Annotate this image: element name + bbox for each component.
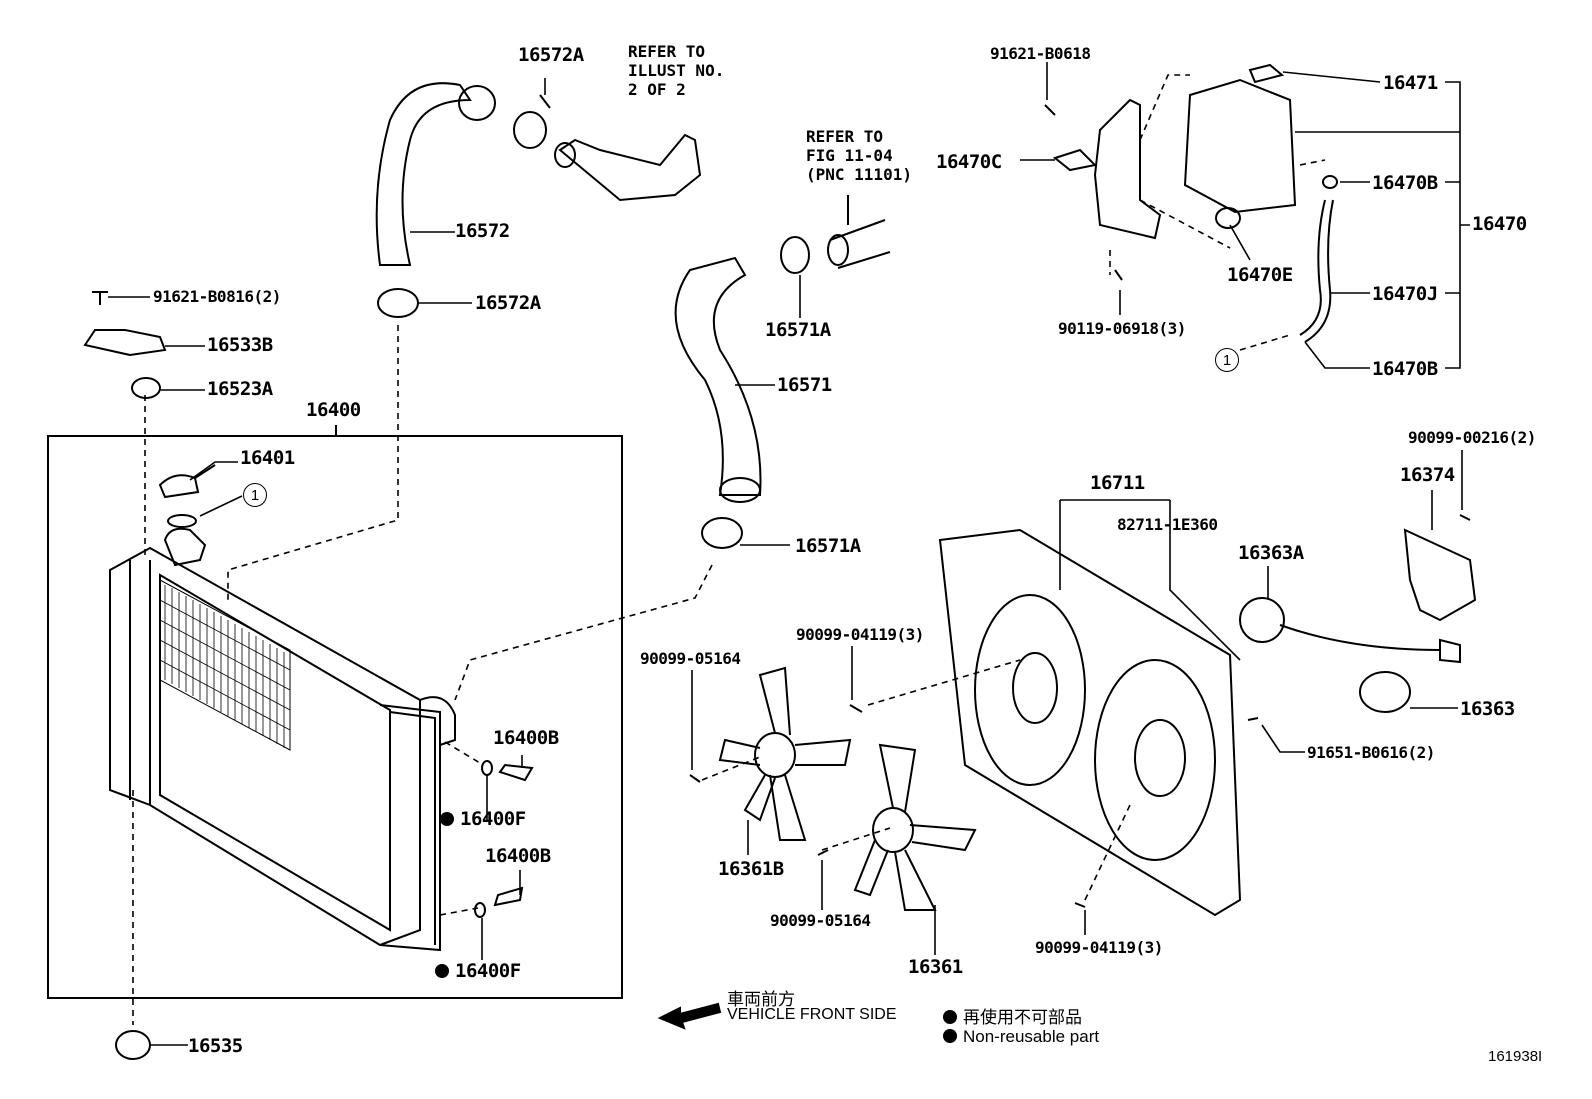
non-reusable-dot (943, 1029, 957, 1043)
radiator-assembly-box (47, 435, 623, 999)
label-16470B-b: 16470B (1372, 358, 1438, 380)
shroud-16374 (1403, 528, 1477, 622)
circle-ref-1-tank: 1 (1215, 348, 1239, 372)
label-90099-04119-a: 90099-04119(3) (796, 625, 924, 644)
label-16572A-mid: 16572A (475, 292, 541, 314)
label-16711: 16711 (1090, 472, 1145, 494)
radiator-cap-16401 (158, 474, 200, 499)
label-90099-00216: 90099-00216(2) (1408, 428, 1536, 447)
label-16470: 16470 (1472, 213, 1527, 235)
label-16400F-b: 16400F (435, 962, 521, 981)
lower-hose-16571 (674, 256, 762, 496)
label-16571: 16571 (777, 374, 832, 396)
non-reusable-jp-text: 再使用不可部品 (963, 1008, 1082, 1027)
clamp-16571A-bot (701, 517, 743, 549)
label-16400F-b-text: 16400F (455, 960, 521, 982)
label-16361: 16361 (908, 956, 963, 978)
tank-cap-16471 (1248, 63, 1285, 84)
non-reusable-en-text: Non-reusable part (963, 1027, 1100, 1046)
label-16535: 16535 (188, 1035, 243, 1057)
label-16470B-a: 16470B (1372, 172, 1438, 194)
label-91621-B0618: 91621-B0618 (990, 44, 1091, 63)
non-reusable-dot (943, 1010, 957, 1024)
non-reusable-dot (435, 964, 449, 978)
label-91651-B0616: 91651-B0616(2) (1307, 743, 1435, 762)
label-16523A: 16523A (207, 378, 273, 400)
label-91621-B0816: 91621-B0816(2) (153, 287, 281, 306)
circle-ref-1-radiator: 1 (243, 483, 267, 507)
label-16361B: 16361B (718, 858, 784, 880)
label-16400: 16400 (306, 399, 361, 421)
label-90099-05164-b: 90099-05164 (770, 911, 871, 930)
label-16470E: 16470E (1227, 264, 1293, 286)
water-outlet (558, 133, 702, 202)
upper-hose-16572 (375, 82, 472, 266)
fan-16361B (718, 666, 852, 841)
bolt-91621-B0816 (92, 291, 108, 305)
non-reusable-jp: 再使用不可部品 (943, 1003, 1082, 1028)
drain-16400B-a (498, 763, 534, 782)
non-reusable-en: Non-reusable part (943, 1027, 1099, 1047)
label-90099-05164-a: 90099-05164 (640, 649, 741, 668)
radiator-core (109, 514, 456, 952)
label-16374: 16374 (1400, 464, 1455, 486)
cushion-16535 (115, 1030, 151, 1060)
fan-16361 (853, 743, 977, 911)
drain-16400B-b (493, 886, 524, 907)
label-16471: 16471 (1383, 72, 1438, 94)
label-16400B-b: 16400B (485, 845, 551, 867)
label-16400F-a: 16400F (440, 810, 526, 829)
bracket-16533B (83, 329, 167, 357)
label-16571A-top: 16571A (765, 319, 831, 341)
figure-id: 161938I (1488, 1048, 1543, 1065)
label-16363A: 16363A (1238, 542, 1304, 564)
vehicle-front-jp: 車両前方 (727, 990, 795, 1009)
reserve-tank (1183, 78, 1297, 214)
label-16470C: 16470C (936, 151, 1002, 173)
label-16401: 16401 (240, 447, 295, 469)
non-reusable-dot (440, 812, 454, 826)
refer-illust-note: REFER TO ILLUST NO. 2 OF 2 (628, 42, 725, 99)
clamp-16572A-mid (377, 288, 419, 318)
label-16533B: 16533B (207, 334, 273, 356)
motor-16363A (1239, 597, 1285, 643)
shroud-ring-right (1094, 659, 1216, 861)
bracket-16470C (1093, 98, 1162, 240)
clamp-16572A-top (513, 111, 547, 149)
vehicle-front-arrow (657, 1002, 722, 1030)
shroud-ring-left (974, 594, 1086, 786)
label-16400F-a-text: 16400F (460, 808, 526, 830)
label-16572: 16572 (455, 220, 510, 242)
hose-16470J (1299, 199, 1326, 336)
cap-16470E (1215, 207, 1241, 229)
label-16400B-a: 16400B (493, 727, 559, 749)
clamp-16571A-top (780, 236, 810, 274)
label-16363: 16363 (1460, 698, 1515, 720)
label-90119-06918: 90119-06918(3) (1058, 319, 1186, 338)
label-16571A-bot: 16571A (795, 535, 861, 557)
vehicle-front-en: VEHICLE FRONT SIDE (727, 1006, 897, 1023)
label-82711-1E360: 82711-1E360 (1117, 515, 1218, 534)
motor-16363 (1359, 671, 1411, 713)
fan-shroud-16711 (938, 528, 1242, 917)
cushion-16523A (131, 377, 161, 399)
label-16572A-top: 16572A (518, 44, 584, 66)
refer-fig-note: REFER TO FIG 11-04 (PNC 11101) (806, 127, 912, 184)
label-16470J: 16470J (1372, 283, 1438, 305)
label-90099-04119-b: 90099-04119(3) (1035, 938, 1163, 957)
